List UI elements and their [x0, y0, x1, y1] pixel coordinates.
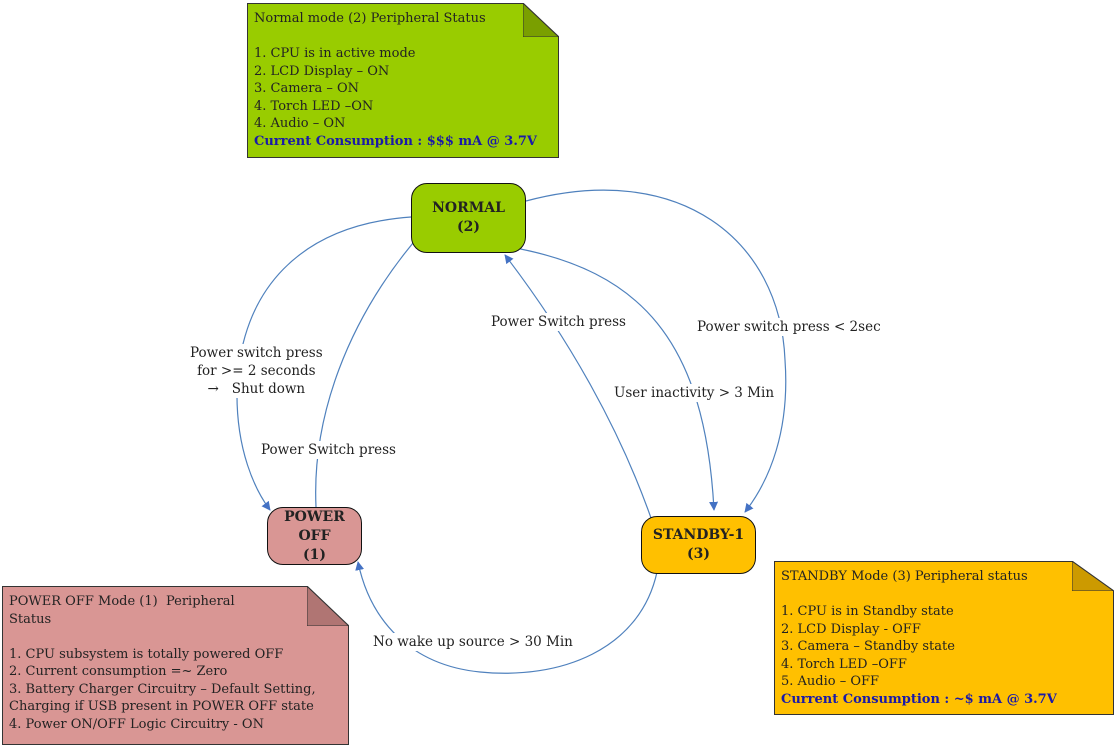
- note-fold-corner: [307, 586, 349, 626]
- state-power-off-name: POWER OFF: [284, 508, 345, 544]
- state-power-off-number: (1): [303, 546, 326, 563]
- note-fold-corner: [523, 3, 559, 37]
- note-standby-line: 2. LCD Display - OFF: [781, 621, 921, 637]
- note-power-off-line: 4. Power ON/OFF Logic Circuitry - ON: [9, 716, 264, 732]
- arrow-normal-to-standby-inactivity: [509, 246, 719, 511]
- state-normal-number: (2): [457, 219, 480, 235]
- label-normal-to-poweroff-line3: → Shut down: [190, 380, 323, 398]
- label-normal-to-poweroff-line1: Power switch press: [190, 345, 323, 361]
- note-normal-title: Normal mode (2) Peripheral Status: [254, 11, 486, 26]
- note-power-off-line: 2. Current consumption =~ Zero: [9, 664, 228, 679]
- note-normal-line: 4. Torch LED –ON: [254, 98, 374, 114]
- note-power-off-mode: POWER OFF Mode (1) Peripheral Status 1. …: [2, 586, 349, 745]
- state-normal: NORMAL (2): [411, 183, 526, 253]
- label-normal-to-poweroff-line2: for >= 2 seconds: [197, 363, 316, 379]
- note-normal-line: 4. Audio – ON: [254, 116, 346, 131]
- note-normal-consumption: Current Consumption : $$$ mA @ 3.7V: [254, 133, 538, 149]
- note-standby-consumption: Current Consumption : ~$ mA @ 3.7V: [781, 691, 1057, 707]
- arrow-poweroff-to-normal: [315, 229, 425, 508]
- note-normal-line: 1. CPU is in active mode: [254, 46, 416, 61]
- arrow-normal-to-standby-press: [525, 189, 787, 513]
- note-standby-mode: STANDBY Mode (3) Peripheral status 1. CP…: [774, 561, 1114, 715]
- label-standby-to-normal: Power Switch press: [491, 313, 626, 331]
- label-normal-to-standby-press: Power switch press < 2sec: [697, 318, 881, 336]
- state-power-off: POWER OFF (1): [267, 507, 362, 565]
- label-shutdown: Shut down: [231, 381, 306, 397]
- note-normal-line: 2. LCD Display – ON: [254, 63, 390, 79]
- note-standby-line: 4. Torch LED –OFF: [781, 656, 907, 672]
- label-standby-to-poweroff: No wake up source > 30 Min: [373, 633, 573, 651]
- note-standby-line: 3. Camera – Standby state: [781, 639, 955, 654]
- note-power-off-line: 1. CPU subsystem is totally powered OFF: [9, 646, 284, 662]
- note-standby-line: 1. CPU is in Standby state: [781, 604, 954, 619]
- note-power-off-title: POWER OFF Mode (1) Peripheral: [9, 594, 235, 609]
- label-poweroff-to-normal: Power Switch press: [261, 441, 396, 459]
- label-normal-to-standby-inactivity: User inactivity > 3 Min: [614, 384, 775, 402]
- state-standby-number: (3): [687, 546, 710, 562]
- note-power-off-line: 3. Battery Charger Circuitry – Default S…: [9, 681, 316, 697]
- note-power-off-line: Charging if USB present in POWER OFF sta…: [9, 699, 314, 714]
- note-fold-corner: [1072, 561, 1114, 591]
- note-normal-mode: Normal mode (2) Peripheral Status 1. CPU…: [247, 3, 559, 158]
- label-normal-to-poweroff: Power switch press for >= 2 seconds → Sh…: [190, 344, 323, 398]
- note-normal-line: 3. Camera – ON: [254, 81, 360, 96]
- note-standby-line: 5. Audio – OFF: [781, 674, 880, 689]
- state-normal-name: NORMAL: [432, 200, 505, 216]
- note-power-off-title-2: Status: [9, 611, 52, 627]
- state-standby: STANDBY-1 (3): [641, 516, 756, 574]
- note-standby-title: STANDBY Mode (3) Peripheral status: [781, 569, 1028, 584]
- right-arrow-icon: →: [207, 381, 219, 397]
- state-standby-name: STANDBY-1: [652, 527, 745, 543]
- arrow-standby-to-normal: [504, 254, 652, 519]
- arrow-standby-to-poweroff: [355, 561, 658, 674]
